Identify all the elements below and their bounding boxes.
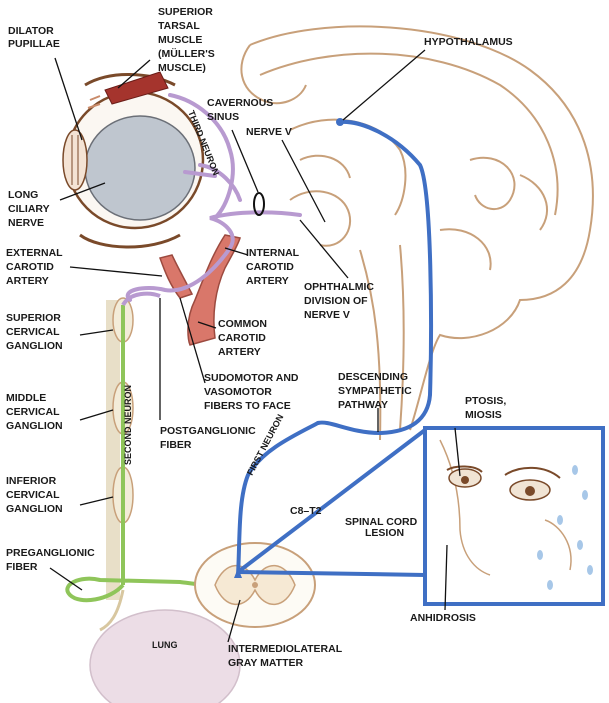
lung bbox=[89, 609, 241, 703]
label-nerve-v: NERVE V bbox=[246, 126, 292, 138]
label-common-carotid-artery: COMMON CAROTID ARTERY bbox=[218, 318, 270, 358]
leader-lines bbox=[49, 49, 461, 643]
superior-tarsal-muscle bbox=[104, 71, 169, 105]
label-anhidrosis: ANHIDROSIS bbox=[410, 612, 476, 624]
label-preganglionic-fiber: PREGANGLIONIC FIBER bbox=[6, 547, 98, 573]
dilator-muscle-mark bbox=[87, 95, 101, 109]
first-neuron-path bbox=[236, 119, 433, 577]
label-descending-sympathetic-pathway: DESCENDING SYMPATHETIC PATHWAY bbox=[338, 371, 415, 411]
postganglionic-fiber-path bbox=[121, 291, 161, 307]
labels: DILATOR PUPILLAE SUPERIOR TARSAL MUSCLE … bbox=[6, 6, 513, 669]
label-inferior-cervical-ganglion: INFERIOR CERVICAL GANGLION bbox=[6, 475, 63, 515]
label-middle-cervical-ganglion: MIDDLE CERVICAL GANGLION bbox=[6, 392, 63, 432]
label-lung: LUNG bbox=[152, 640, 178, 650]
label-ptosis-miosis: PTOSIS, MIOSIS bbox=[465, 395, 509, 421]
spinal-cord-section bbox=[194, 542, 316, 628]
second-neuron-chain bbox=[65, 297, 242, 632]
hypothalamus-dot bbox=[336, 118, 344, 126]
label-superior-tarsal-muscle: SUPERIOR TARSAL MUSCLE (MÜLLER'S MUSCLE) bbox=[158, 6, 218, 74]
third-neuron-path bbox=[125, 93, 302, 302]
label-spinal-cord-lesion: SPINAL CORD LESION bbox=[345, 516, 420, 539]
label-dilator-pupillae: DILATOR PUPILLAE bbox=[8, 25, 60, 50]
label-internal-carotid-artery: INTERNAL CAROTID ARTERY bbox=[246, 247, 302, 287]
label-postganglionic-fiber: POSTGANGLIONIC FIBER bbox=[160, 425, 259, 451]
label-c8-t2: C8–T2 bbox=[290, 505, 322, 517]
label-intermediolateral-gray-matter: INTERMEDIOLATERAL GRAY MATTER bbox=[228, 643, 345, 669]
label-external-carotid-artery: EXTERNAL CAROTID ARTERY bbox=[6, 247, 65, 287]
label-second-neuron: SECOND NEURON bbox=[123, 385, 133, 465]
inset-face-panel bbox=[236, 426, 605, 606]
cavernous-sinus-ring bbox=[253, 192, 265, 216]
label-cavernous-sinus: CAVERNOUS SINUS bbox=[207, 97, 276, 123]
label-ophthalmic-division: OPHTHALMIC DIVISION OF NERVE V bbox=[304, 281, 377, 321]
label-long-ciliary-nerve: LONG CILIARY NERVE bbox=[8, 189, 52, 229]
label-sudomotor-vasomotor: SUDOMOTOR AND VASOMOTOR FIBERS TO FACE bbox=[204, 372, 301, 412]
label-hypothalamus: HYPOTHALAMUS bbox=[424, 36, 513, 48]
label-superior-cervical-ganglion: SUPERIOR CERVICAL GANGLION bbox=[6, 312, 64, 352]
